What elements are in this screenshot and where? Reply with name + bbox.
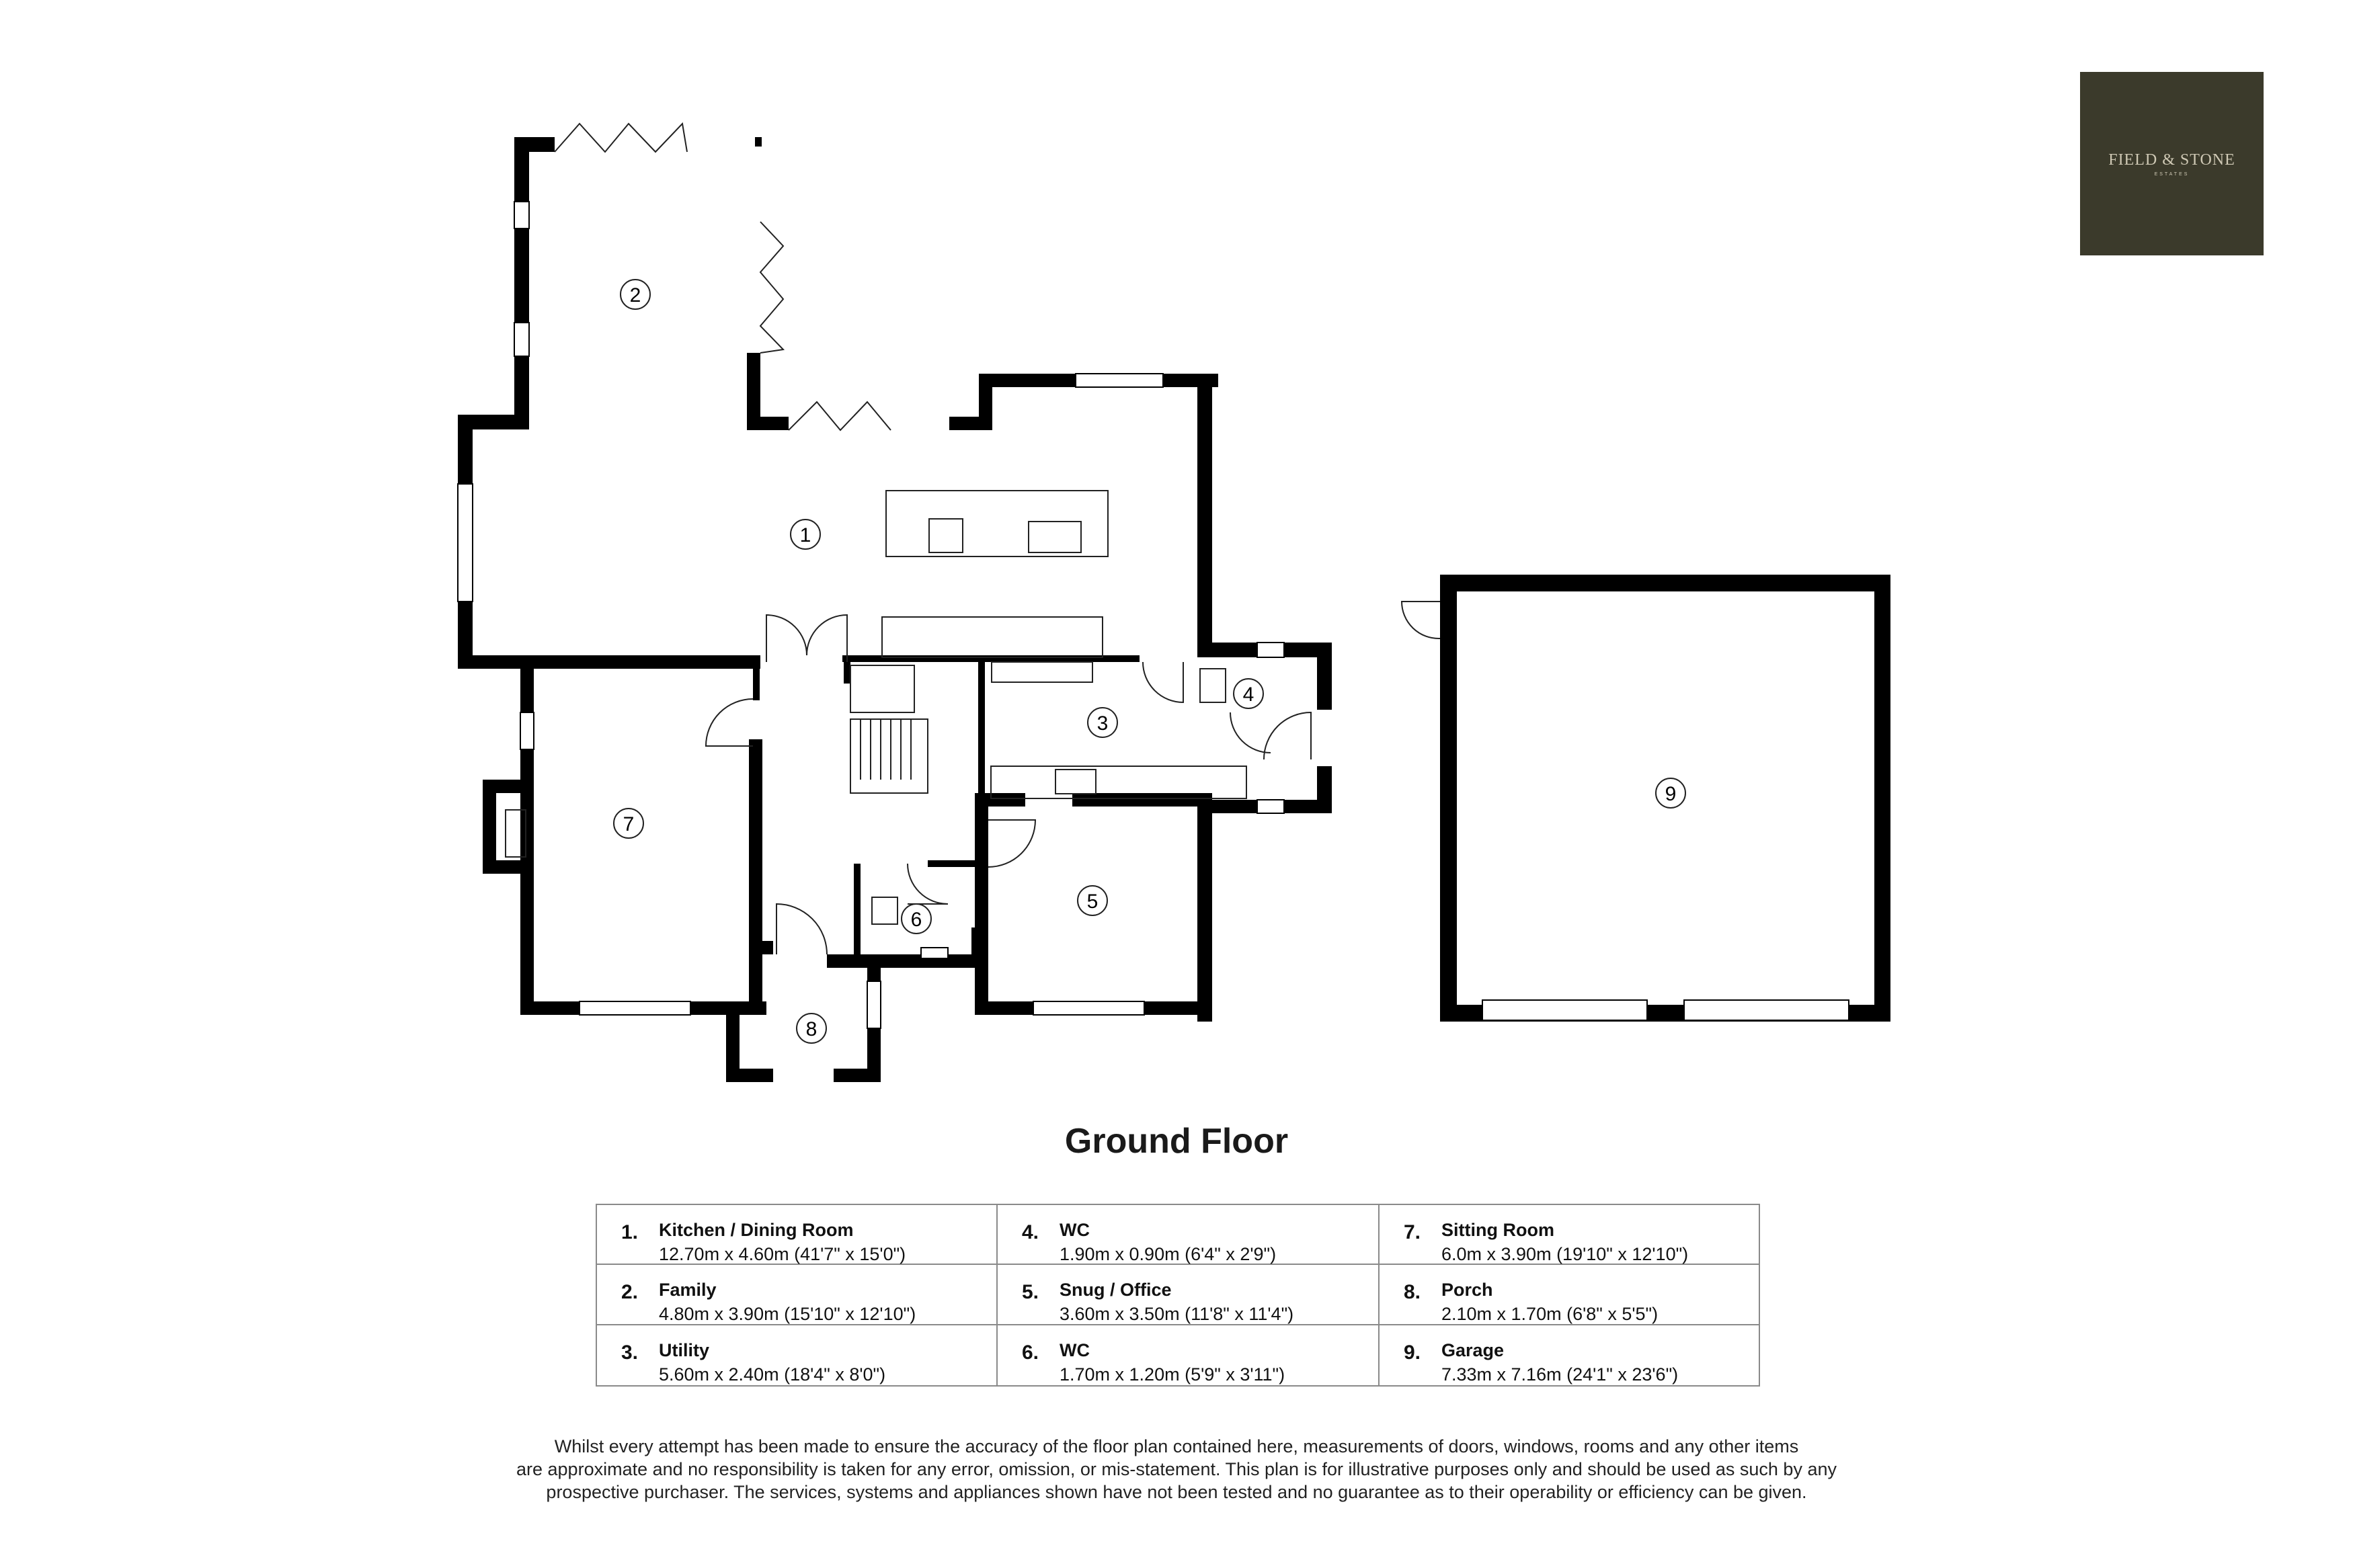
svg-text:3: 3: [1097, 712, 1109, 735]
room-number: 9.: [1404, 1341, 1421, 1364]
room-name: Family: [659, 1280, 717, 1301]
doors-and-fixtures: [505, 122, 1441, 955]
legend-cell: 5. Snug / Office 3.60m x 3.50m (11'8" x …: [998, 1265, 1380, 1325]
room-number: 1.: [621, 1221, 639, 1243]
room-dimensions: 1.90m x 0.90m (6'4" x 2'9"): [1060, 1244, 1277, 1264]
disclaimer-line: Whilst every attempt has been made to en…: [554, 1436, 1799, 1456]
walls: [458, 137, 1890, 1082]
room-number: 3.: [621, 1341, 639, 1364]
svg-text:1: 1: [800, 524, 811, 546]
room-dimensions: 2.10m x 1.70m (6'8" x 5'5"): [1441, 1304, 1659, 1325]
room-number: 6.: [1022, 1341, 1039, 1364]
room-dimensions: 12.70m x 4.60m (41'7" x 15'0"): [659, 1244, 906, 1264]
room-marker-4: 4: [1233, 678, 1264, 709]
room-name: Garage: [1441, 1339, 1505, 1360]
legend-cell: 2. Family 4.80m x 3.90m (15'10" x 12'10"…: [597, 1265, 998, 1325]
room-marker-2: 2: [620, 279, 651, 310]
room-marker-8: 8: [796, 1013, 827, 1044]
room-dimensions: 5.60m x 2.40m (18'4" x 8'0"): [659, 1364, 886, 1385]
disclaimer: Whilst every attempt has been made to en…: [403, 1435, 1950, 1503]
room-dimensions: 3.60m x 3.50m (11'8" x 11'4"): [1060, 1304, 1294, 1325]
disclaimer-line: prospective purchaser. The services, sys…: [546, 1482, 1807, 1502]
room-marker-9: 9: [1655, 778, 1686, 809]
room-markers: 1 2 3 4 5 6 7 8 9: [613, 279, 1686, 1044]
room-marker-7: 7: [613, 808, 644, 839]
room-dimensions: 4.80m x 3.90m (15'10" x 12'10"): [659, 1304, 916, 1325]
room-number: 2.: [621, 1281, 639, 1304]
room-name: WC: [1060, 1339, 1090, 1360]
room-number: 5.: [1022, 1281, 1039, 1304]
room-name: Kitchen / Dining Room: [659, 1220, 854, 1240]
svg-text:2: 2: [630, 284, 641, 306]
room-dimensions: 6.0m x 3.90m (19'10" x 12'10"): [1441, 1244, 1689, 1264]
legend-cell: 3. Utility 5.60m x 2.40m (18'4" x 8'0"): [597, 1325, 998, 1385]
legend-cell: 9. Garage 7.33m x 7.16m (24'1" x 23'6"): [1380, 1325, 1759, 1385]
disclaimer-line: are approximate and no responsibility is…: [516, 1459, 1837, 1479]
room-name: Snug / Office: [1060, 1280, 1172, 1301]
room-number: 7.: [1404, 1221, 1421, 1243]
windows: [457, 201, 1849, 1029]
room-legend-table: 1. Kitchen / Dining Room 12.70m x 4.60m …: [596, 1204, 1760, 1387]
svg-text:5: 5: [1087, 891, 1099, 913]
room-name: Sitting Room: [1441, 1220, 1554, 1240]
room-number: 4.: [1022, 1221, 1039, 1243]
room-name: WC: [1060, 1220, 1090, 1240]
room-marker-1: 1: [790, 519, 821, 550]
room-name: Utility: [659, 1339, 710, 1360]
room-marker-5: 5: [1077, 885, 1108, 916]
legend-cell: 1. Kitchen / Dining Room 12.70m x 4.60m …: [597, 1205, 998, 1266]
brand-logo: FIELD & STONE ESTATES: [2080, 72, 2264, 255]
svg-text:8: 8: [806, 1018, 817, 1040]
svg-text:4: 4: [1243, 684, 1254, 706]
room-dimensions: 1.70m x 1.20m (5'9" x 3'11"): [1060, 1364, 1285, 1385]
brand-subtitle: ESTATES: [2154, 171, 2190, 177]
svg-text:6: 6: [911, 909, 922, 931]
room-name: Porch: [1441, 1280, 1493, 1301]
legend-cell: 6. WC 1.70m x 1.20m (5'9" x 3'11"): [998, 1325, 1380, 1385]
room-marker-6: 6: [901, 903, 932, 934]
svg-text:9: 9: [1665, 783, 1677, 805]
plan-title: Ground Floor: [1064, 1122, 1289, 1161]
svg-text:7: 7: [623, 813, 635, 835]
legend-cell: 4. WC 1.90m x 0.90m (6'4" x 2'9"): [998, 1205, 1380, 1266]
room-number: 8.: [1404, 1281, 1421, 1304]
legend-cell: 7. Sitting Room 6.0m x 3.90m (19'10" x 1…: [1380, 1205, 1759, 1266]
room-marker-3: 3: [1087, 707, 1118, 738]
legend-cell: 8. Porch 2.10m x 1.70m (6'8" x 5'5"): [1380, 1265, 1759, 1325]
brand-name: FIELD & STONE: [2108, 151, 2235, 169]
room-dimensions: 7.33m x 7.16m (24'1" x 23'6"): [1441, 1364, 1679, 1385]
